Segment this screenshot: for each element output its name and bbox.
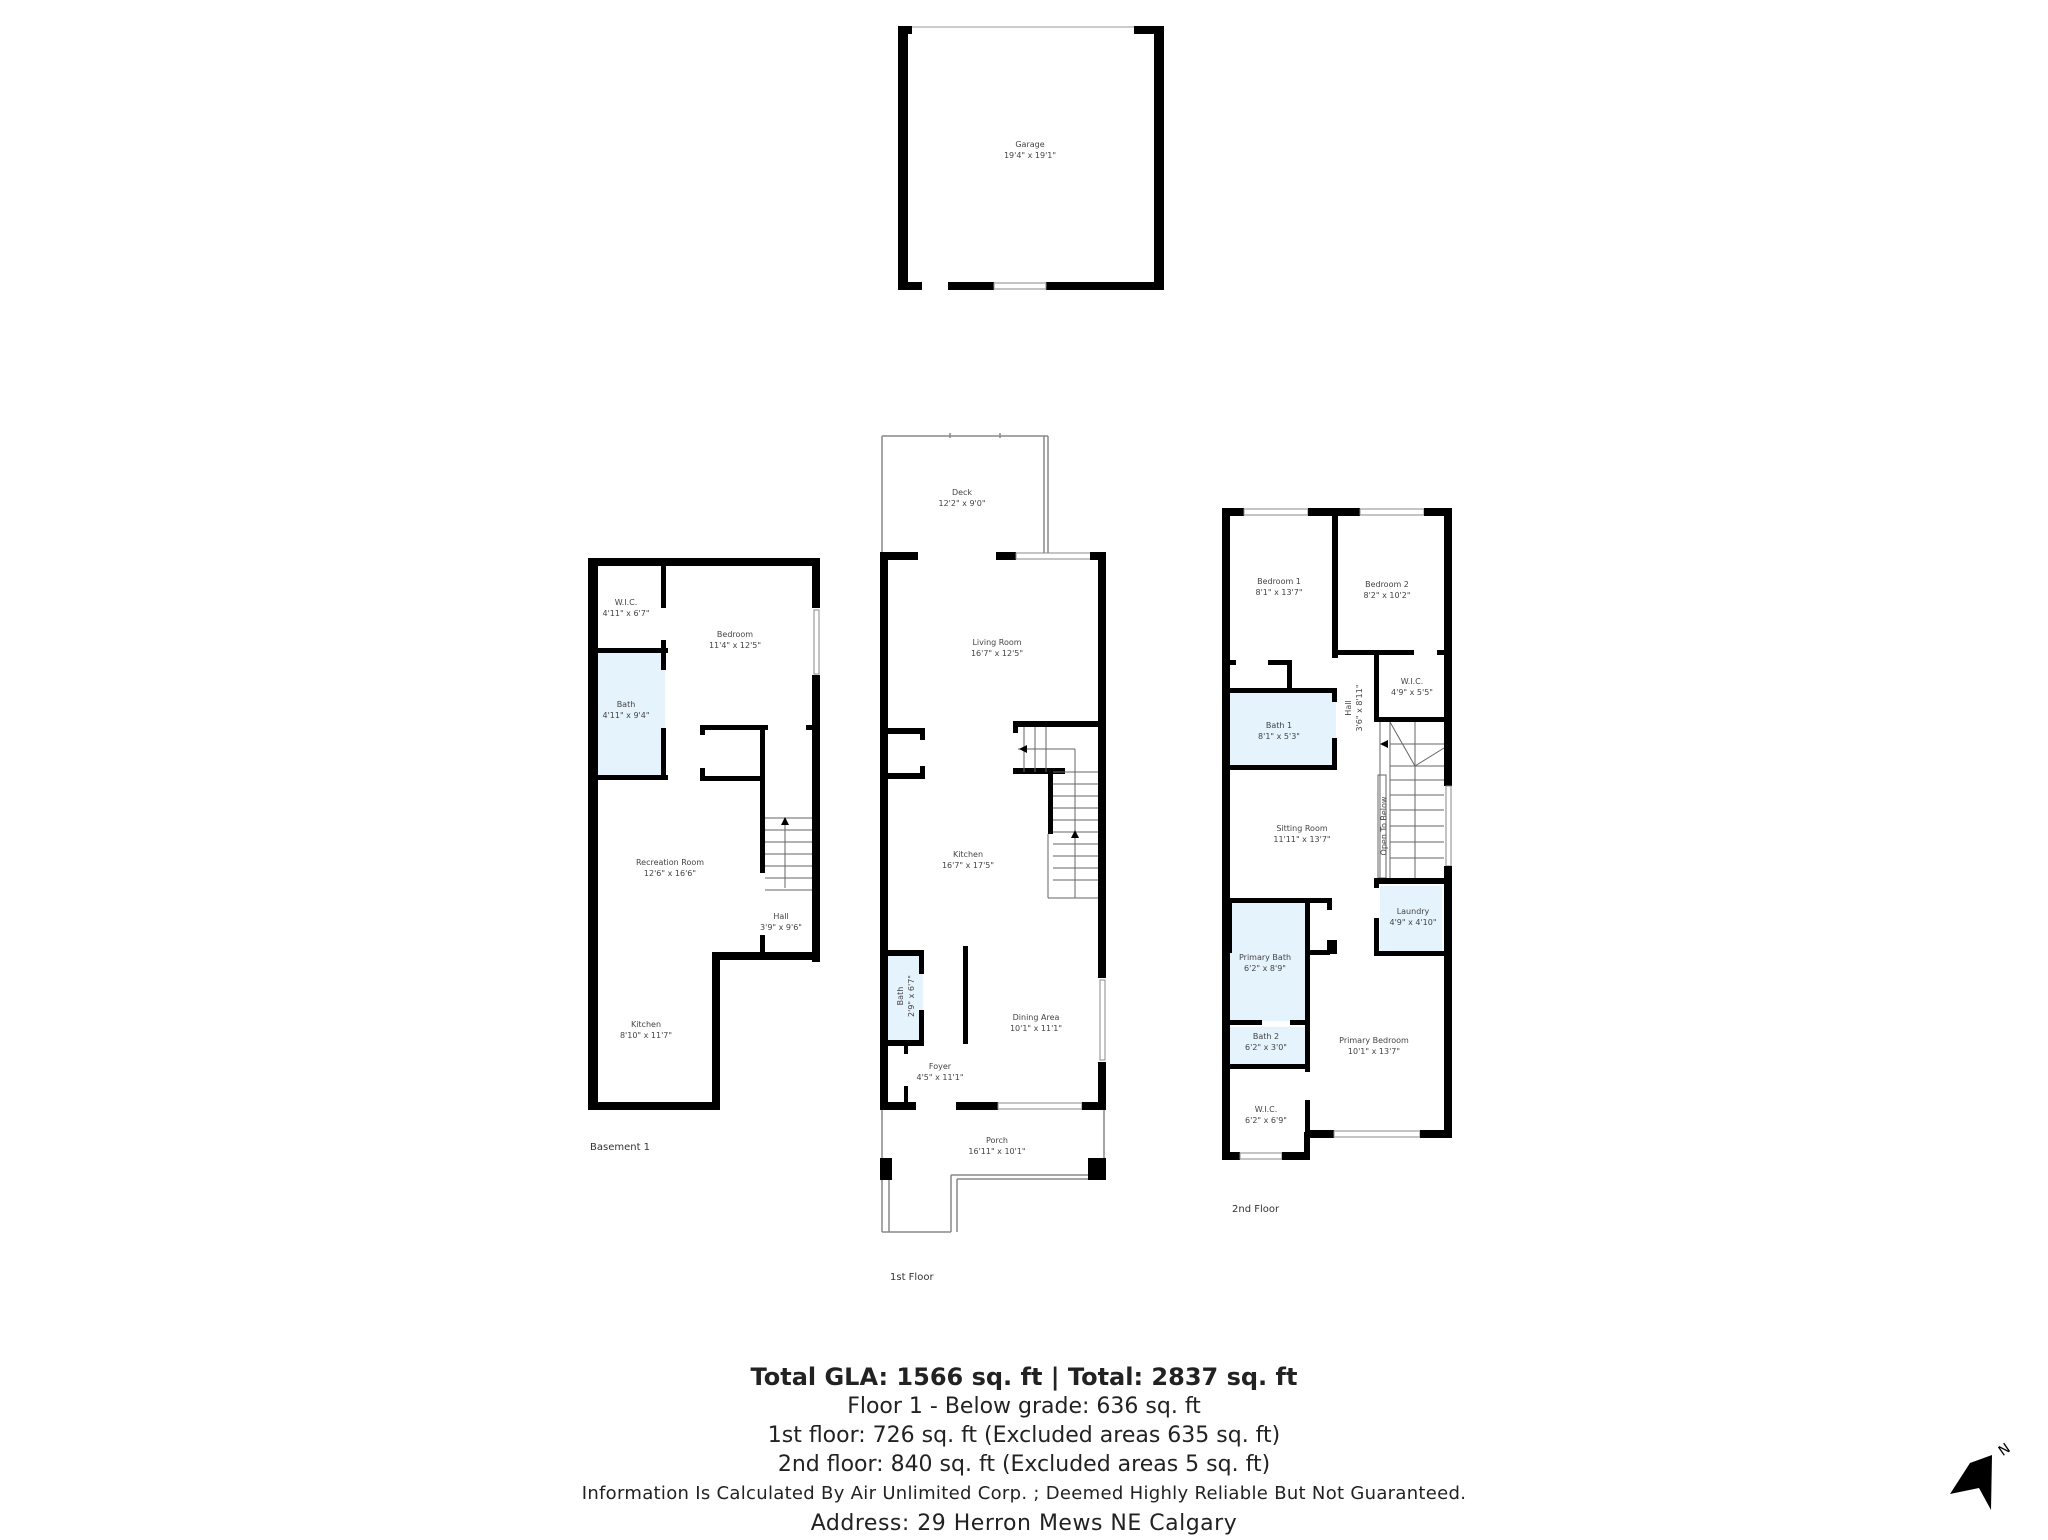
room-name: Open To Below bbox=[1379, 796, 1389, 856]
room-garage: Garage 19'4" x 19'1" bbox=[1004, 139, 1056, 161]
room-dims: 4'5" x 11'1" bbox=[916, 1073, 964, 1082]
room-primary-bedroom: Primary Bedroom 10'1" x 13'7" bbox=[1339, 1035, 1409, 1057]
room-name: Garage bbox=[1015, 140, 1045, 149]
room-name: Primary Bedroom bbox=[1339, 1036, 1409, 1045]
room-name: Porch bbox=[985, 1136, 1008, 1145]
room-porch: Porch 16'11" x 10'1" bbox=[968, 1135, 1025, 1157]
disclaimer: Information Is Calculated By Air Unlimit… bbox=[581, 1483, 1467, 1504]
room-basement-hall: Hall 3'9" x 9'6" bbox=[760, 911, 802, 933]
room-bedroom-2: Bedroom 2 8'2" x 10'2" bbox=[1363, 579, 1410, 601]
room-name: Kitchen bbox=[952, 850, 984, 859]
first-floor-plan bbox=[880, 433, 1106, 1233]
room-dining: Dining Area 10'1" x 11'1" bbox=[1010, 1012, 1062, 1034]
room-name: W.I.C. bbox=[1254, 1105, 1278, 1114]
room-dims: 11'4" x 12'5" bbox=[708, 641, 762, 650]
room-dims: 4'11" x 6'7" bbox=[602, 609, 650, 618]
room-name: Bath 2 bbox=[1252, 1032, 1280, 1041]
room-name: Foyer bbox=[928, 1062, 952, 1071]
room-name: Bedroom 1 bbox=[1257, 577, 1301, 586]
room-dims: 8'2" x 10'2" bbox=[1363, 591, 1411, 600]
room-first-bath: Bath 2'9" x 6'7" bbox=[895, 975, 917, 1017]
second-floor-area: 2nd floor: 840 sq. ft (Excluded areas 5 … bbox=[777, 1452, 1271, 1477]
north-arrow-icon: N bbox=[1944, 1440, 2014, 1520]
room-second-wic-2: W.I.C. 6'2" x 6'9" bbox=[1245, 1104, 1287, 1126]
room-open-to-below: Open To Below bbox=[1379, 797, 1390, 856]
room-dims: 10'1" x 11'1" bbox=[1009, 1024, 1063, 1033]
room-name: Recreation Room bbox=[635, 858, 705, 867]
room-dims: 16'7" x 12'5" bbox=[970, 649, 1024, 658]
room-dims: 4'11" x 9'4" bbox=[602, 711, 650, 720]
floor-label-basement: Basement 1 bbox=[590, 1142, 651, 1153]
room-name: Hall bbox=[773, 912, 789, 921]
room-basement-wic: W.I.C. 4'11" x 6'7" bbox=[602, 597, 649, 619]
room-dims: 6'2" x 8'9" bbox=[1244, 964, 1286, 973]
room-dims: 3'9" x 9'6" bbox=[760, 923, 802, 932]
room-name: Living Room bbox=[972, 638, 1022, 647]
room-dims: 6'2" x 6'9" bbox=[1245, 1116, 1287, 1125]
room-dims: 2'9" x 6'7" bbox=[907, 975, 916, 1017]
basement-plan bbox=[588, 558, 820, 1110]
room-deck: Deck 12'2" x 9'0" bbox=[938, 487, 985, 509]
room-dims: 19'4" x 19'1" bbox=[1003, 151, 1057, 160]
room-name: Deck bbox=[951, 488, 973, 497]
room-dims: 8'10" x 11'7" bbox=[619, 1031, 673, 1040]
floor-label-first: 1st Floor bbox=[890, 1272, 934, 1283]
room-dims: 8'1" x 5'3" bbox=[1258, 732, 1300, 741]
garage-plan bbox=[898, 26, 1164, 290]
room-dims: 11'11" x 13'7" bbox=[1273, 835, 1331, 844]
room-bath-1: Bath 1 8'1" x 5'3" bbox=[1258, 720, 1300, 742]
room-dims: 3'6" x 8'11" bbox=[1355, 684, 1364, 732]
room-bath-2: Bath 2 6'2" x 3'0" bbox=[1245, 1031, 1287, 1053]
room-name: Bath bbox=[896, 986, 905, 1006]
room-name: W.I.C. bbox=[1400, 677, 1424, 686]
room-foyer: Foyer 4'5" x 11'1" bbox=[916, 1061, 963, 1083]
room-basement-bedroom: Bedroom 11'4" x 12'5" bbox=[709, 629, 761, 651]
room-dims: 4'9" x 5'5" bbox=[1391, 688, 1433, 697]
area-summary: Total GLA: 1566 sq. ft | Total: 2837 sq.… bbox=[0, 1362, 2048, 1540]
first-floor-area: 1st floor: 726 sq. ft (Excluded areas 63… bbox=[767, 1423, 1281, 1448]
room-name: Bath 1 bbox=[1265, 721, 1293, 730]
room-name: Hall bbox=[1344, 700, 1353, 716]
room-living: Living Room 16'7" x 12'5" bbox=[971, 637, 1023, 659]
room-name: Dining Area bbox=[1012, 1013, 1060, 1022]
total-area: Total GLA: 1566 sq. ft | Total: 2837 sq.… bbox=[750, 1363, 1298, 1391]
floor-label-second: 2nd Floor bbox=[1232, 1204, 1280, 1215]
room-name: Bedroom bbox=[716, 630, 754, 639]
room-dims: 6'2" x 3'0" bbox=[1245, 1043, 1287, 1052]
room-name: Sitting Room bbox=[1276, 824, 1328, 833]
room-primary-bath: Primary Bath 6'2" x 8'9" bbox=[1239, 952, 1291, 974]
room-bedroom-1: Bedroom 1 8'1" x 13'7" bbox=[1255, 576, 1302, 598]
room-basement-recreation: Recreation Room 12'6" x 16'6" bbox=[636, 857, 704, 879]
room-dims: 16'7" x 17'5" bbox=[941, 861, 995, 870]
room-dims: 4'9" x 4'10" bbox=[1389, 918, 1437, 927]
room-dims: 8'1" x 13'7" bbox=[1255, 588, 1303, 597]
room-dims: 12'6" x 16'6" bbox=[643, 869, 697, 878]
second-floor-plan bbox=[1222, 508, 1452, 1160]
room-name: Bedroom 2 bbox=[1365, 580, 1409, 589]
room-basement-kitchen: Kitchen 8'10" x 11'7" bbox=[620, 1019, 672, 1041]
room-name: Laundry bbox=[1396, 907, 1430, 916]
room-name: Primary Bath bbox=[1238, 953, 1292, 962]
north-label: N bbox=[1996, 1441, 2014, 1460]
address: Address: 29 Herron Mews NE Calgary bbox=[810, 1511, 1238, 1536]
room-dims: 16'11" x 10'1" bbox=[968, 1147, 1026, 1156]
room-sitting: Sitting Room 11'11" x 13'7" bbox=[1273, 823, 1330, 845]
room-dims: 12'2" x 9'0" bbox=[938, 499, 986, 508]
room-name: Bath bbox=[616, 700, 636, 709]
room-kitchen: Kitchen 16'7" x 17'5" bbox=[942, 849, 994, 871]
room-name: Kitchen bbox=[630, 1020, 662, 1029]
room-dims: 10'1" x 13'7" bbox=[1347, 1047, 1401, 1056]
room-basement-bath: Bath 4'11" x 9'4" bbox=[602, 699, 649, 721]
room-second-wic-1: W.I.C. 4'9" x 5'5" bbox=[1391, 676, 1433, 698]
room-name: W.I.C. bbox=[614, 598, 638, 607]
below-grade-area: Floor 1 - Below grade: 636 sq. ft bbox=[847, 1394, 1201, 1419]
room-laundry: Laundry 4'9" x 4'10" bbox=[1389, 906, 1436, 928]
room-second-hall: Hall 3'6" x 8'11" bbox=[1343, 684, 1365, 731]
